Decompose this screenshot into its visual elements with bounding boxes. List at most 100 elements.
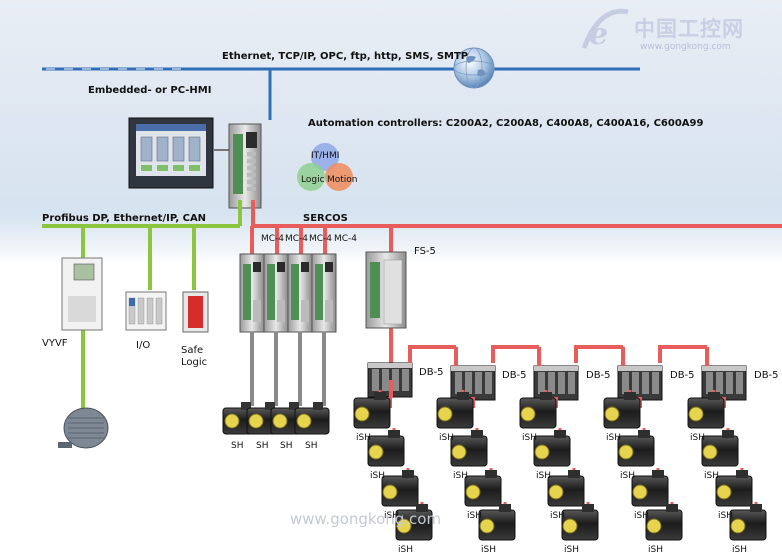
fs5-cover: [383, 259, 403, 325]
ish-label: iSH: [481, 545, 496, 555]
watermark-logo-e-glyph: e: [589, 17, 608, 52]
vyvf-drive-cover: [68, 296, 96, 322]
ish-label: iSH: [620, 471, 635, 481]
db5-top-strip: [451, 366, 495, 371]
venn-circle-motion: [325, 163, 353, 191]
db5-port: [726, 372, 733, 394]
globe-continents: [466, 55, 486, 77]
db5-port: [475, 372, 482, 394]
ish-motor-shaft: [382, 484, 398, 500]
vyvf-drive-display: [73, 263, 95, 281]
db5-label-3: DB-5: [586, 370, 611, 381]
ish-label: iSH: [370, 471, 385, 481]
mc4-connector: [325, 300, 333, 322]
ish-motor-connector: [666, 504, 678, 512]
ish-motor-connector: [554, 430, 566, 438]
ish-label: iSH: [522, 433, 537, 443]
ish-motor-shaft: [604, 406, 620, 422]
ish-motor-connector: [736, 470, 748, 478]
sh-motor-shaft: [296, 413, 312, 429]
ish-label: iSH: [467, 511, 482, 521]
ish-motor-shaft: [479, 518, 495, 534]
ish-motor-shaft: [702, 444, 718, 460]
ish-motor-connector: [416, 504, 428, 512]
sh-motor-connector: [241, 402, 251, 410]
venn-it-hmi-label: IT/HMI: [311, 151, 340, 161]
ish-motor-connector: [568, 470, 580, 478]
db5-top-strip: [534, 366, 578, 371]
ish-motor-shaft: [548, 484, 564, 500]
ish-motor-connector: [402, 470, 414, 478]
watermark-logo-text: 中国工控网: [634, 17, 744, 41]
sh-motor-connector: [265, 402, 275, 410]
ish-motor-shaft: [562, 518, 578, 534]
ish-motor-connector: [540, 392, 552, 400]
ish-label: iSH: [453, 471, 468, 481]
io-label: I/O: [136, 340, 151, 351]
mc-label-3: MC-4: [309, 234, 333, 244]
ethernet-label: Ethernet, TCP/IP, OPC, ftp, http, SMS, S…: [222, 51, 469, 62]
controller-display: [246, 132, 257, 148]
ish-label: iSH: [384, 511, 399, 521]
db5-port: [402, 369, 409, 391]
ish-label: iSH: [718, 511, 733, 521]
db5-label-4: DB-5: [670, 370, 695, 381]
ish-motor-shaft: [632, 484, 648, 500]
ish-motor-connector: [471, 430, 483, 438]
safe-logic-face: [188, 296, 203, 328]
sh-motor-shaft: [224, 413, 240, 429]
io-module-head: [129, 298, 135, 306]
db5-top-strip: [618, 366, 662, 371]
db5-port: [485, 372, 492, 394]
ish-label: iSH: [606, 433, 621, 443]
ish-motor-connector: [485, 470, 497, 478]
ish-motor-shaft: [534, 444, 550, 460]
mc4-terminal-strip: [315, 264, 323, 320]
db5-port: [382, 369, 389, 391]
db5-label-1: DB-5: [419, 367, 444, 378]
db5-port: [558, 372, 565, 394]
ish-label: iSH: [648, 545, 663, 555]
db5-port: [538, 372, 545, 394]
controller-port: [247, 152, 256, 156]
mc-label-1: MC-4: [261, 234, 285, 244]
venn-circle-logic: [297, 163, 325, 191]
db5-port: [716, 372, 723, 394]
ish-label: iSH: [690, 433, 705, 443]
hmi-screen-indicator: [141, 165, 152, 171]
sh-label-2: SH: [256, 441, 269, 451]
watermark-logo-swoosh: [581, 8, 629, 49]
controller-port: [247, 187, 256, 191]
db5-port: [632, 372, 639, 394]
mc4-display: [277, 262, 285, 272]
ish-label: iSH: [550, 511, 565, 521]
hmi-screen-indicator: [173, 165, 184, 171]
venn-motion-label: Motion: [327, 175, 358, 185]
ish-motor-connector: [624, 392, 636, 400]
vyvf-label: VYVF: [42, 338, 68, 349]
hmi-screen-widget: [188, 136, 201, 162]
ish-motor-connector: [374, 392, 386, 400]
db5-port: [736, 372, 743, 394]
sh-motor-connector: [313, 402, 323, 410]
sh-label-4: SH: [305, 441, 318, 451]
ish-label: iSH: [704, 471, 719, 481]
ish-label: iSH: [439, 433, 454, 443]
ish-motor-shaft: [396, 518, 412, 534]
ish-motor-shaft: [618, 444, 634, 460]
mc4-display: [301, 262, 309, 272]
controller-port: [247, 173, 256, 177]
ish-motor-shaft: [688, 406, 704, 422]
sh-label-1: SH: [231, 441, 244, 451]
ish-motor-shaft: [368, 444, 384, 460]
venn-logic-label: Logic: [301, 175, 325, 185]
mc4-terminal-strip: [291, 264, 299, 320]
vyvf-motor-foot: [58, 442, 72, 448]
sh-label-3: SH: [280, 441, 293, 451]
db5-port: [706, 372, 713, 394]
sh-motor-shaft: [272, 413, 288, 429]
io-module-slice: [155, 297, 163, 325]
controller-port: [247, 180, 256, 184]
mc4-display: [253, 262, 261, 272]
ish-motor-shaft: [354, 406, 370, 422]
